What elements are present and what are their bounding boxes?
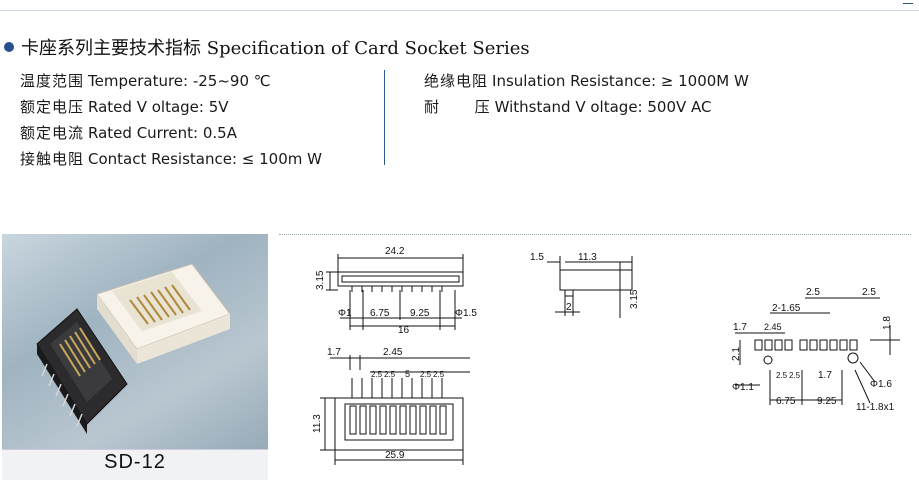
- product-photo: [2, 234, 268, 478]
- dim-label: 16: [398, 325, 410, 336]
- dim-label: 2.5: [420, 370, 432, 379]
- spec-cn: 额定电压: [20, 98, 85, 116]
- spec-cn: 绝缘电阻: [424, 72, 489, 90]
- corner-mark: [903, 3, 913, 4]
- dim-label: 2.5: [776, 371, 788, 380]
- spec-en: Rated V oltage: 5V: [88, 98, 229, 116]
- dim-label: 3.15: [315, 270, 326, 290]
- spec-cn: 接触电阻: [20, 150, 85, 168]
- dim-label: 1.8: [882, 316, 893, 330]
- dim-label: 2.5: [433, 370, 445, 379]
- heading-cn: 卡座系列主要技术指标: [21, 38, 201, 59]
- spec-cn: 耐 压: [424, 98, 491, 116]
- footprint-view: [735, 297, 900, 405]
- spec-cn: 额定电流: [20, 124, 85, 142]
- dim-label: 1.7: [327, 347, 341, 358]
- heading-en: Specification of Card Socket Series: [206, 38, 530, 59]
- dim-label: 2-1.65: [772, 303, 801, 314]
- spec-en: Contact Resistance: ≤ 100m W: [88, 150, 322, 168]
- side-view: [547, 256, 633, 318]
- dim-label: 2.45: [383, 347, 403, 358]
- dim-label: 11.3: [578, 252, 597, 263]
- column-divider: [384, 70, 385, 165]
- spec-cn: 温度范围: [20, 72, 85, 90]
- dim-label: 11-1.8x1: [856, 402, 895, 413]
- spec-en: Insulation Resistance: ≥ 1000M W: [492, 72, 749, 90]
- top-rule: [0, 10, 919, 11]
- dim-label: 2.45: [764, 322, 782, 332]
- product-label: SD-12: [104, 451, 166, 473]
- bullet-icon: [4, 42, 14, 52]
- section-heading: 卡座系列主要技术指标 Specification of Card Socket …: [4, 34, 530, 60]
- dim-label: 6.75: [776, 396, 796, 407]
- dim-label: 3.15: [629, 289, 640, 309]
- dim-label: 9.25: [817, 396, 837, 407]
- dim-label: 2.5: [371, 370, 383, 379]
- dim-label: Φ1.6: [870, 379, 892, 390]
- spec-en: Withstand V oltage: 500V AC: [494, 98, 712, 116]
- dim-label: 6.75: [370, 308, 390, 319]
- dim-label: Φ1: [338, 308, 352, 319]
- dim-label: 1.7: [818, 370, 832, 381]
- dim-label: 9.25: [410, 308, 430, 319]
- front-view: [326, 254, 464, 330]
- spec-en: Rated Current: 0.5A: [88, 124, 237, 142]
- heading-text: 卡座系列主要技术指标 Specification of Card Socket …: [21, 34, 530, 60]
- dim-label: 25.9: [385, 450, 405, 461]
- dim-label: 2: [566, 302, 572, 313]
- dim-label: 1.5: [530, 252, 544, 263]
- dim-label: Φ1.5: [455, 308, 477, 319]
- dim-label: 2.5: [789, 371, 801, 380]
- dim-label: 11.3: [312, 414, 323, 433]
- photo-label-bar: [2, 449, 268, 480]
- top-view: [320, 355, 470, 465]
- dim-label: 2.5: [862, 287, 876, 298]
- drawing-divider: [279, 234, 911, 235]
- dim-label: 2.5: [806, 287, 820, 298]
- dim-label: 1.7: [733, 322, 747, 333]
- dim-label: 5: [405, 369, 410, 379]
- product-photo-art: [36, 263, 231, 434]
- dim-label: 2.1: [731, 347, 742, 361]
- spec-en: Temperature: -25~90 ℃: [88, 72, 271, 90]
- dim-label: 2.5: [384, 370, 396, 379]
- dim-label: 24.2: [385, 246, 405, 257]
- dim-label: Φ1.1: [732, 382, 754, 393]
